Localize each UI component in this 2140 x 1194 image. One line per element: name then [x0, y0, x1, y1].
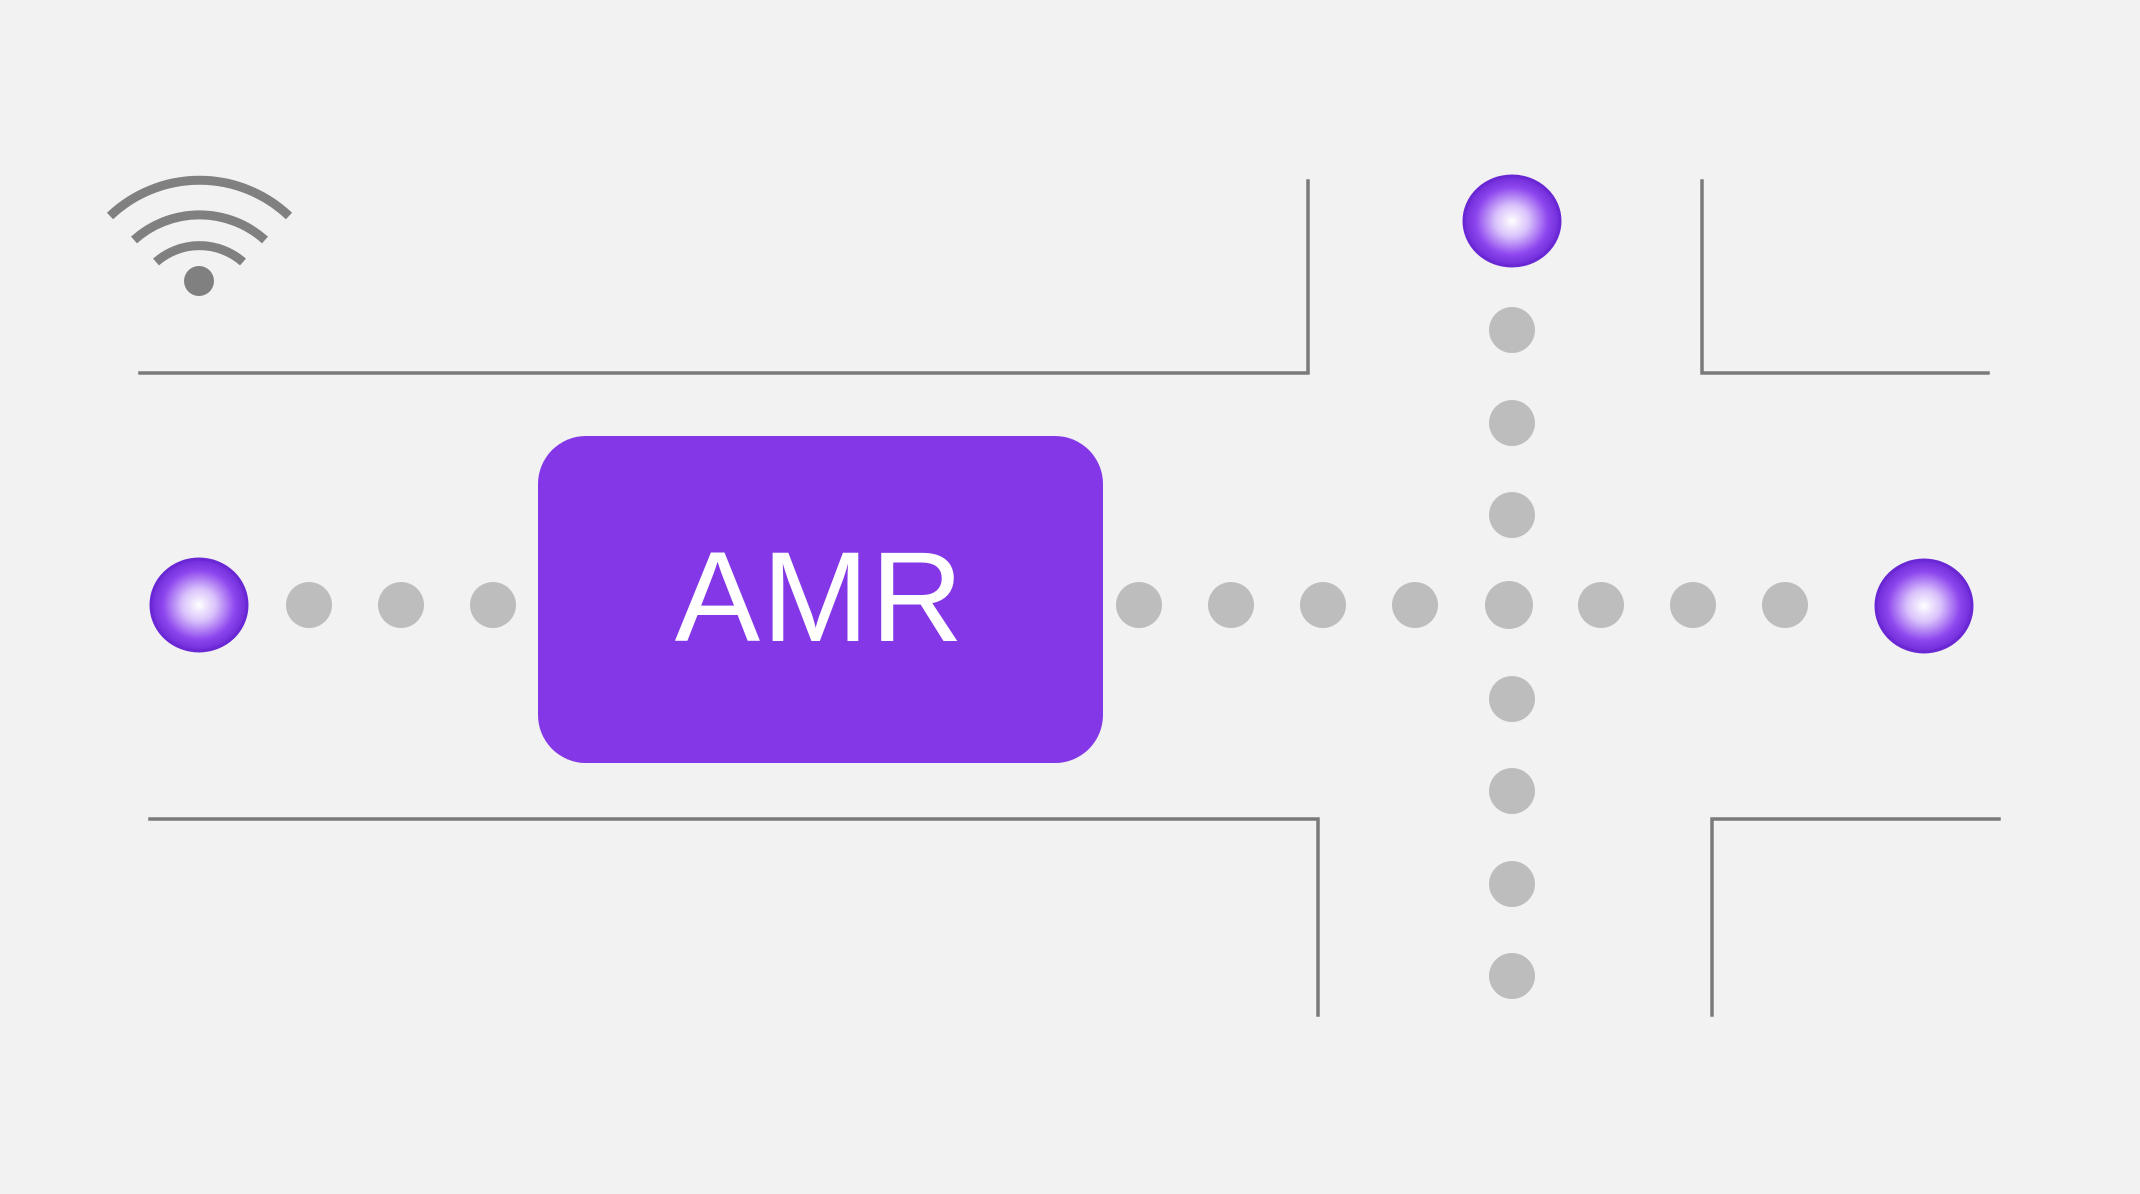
path-dot [1670, 582, 1716, 628]
path-dot [1208, 582, 1254, 628]
amr-label: AMR [675, 526, 965, 669]
path-dot [470, 582, 516, 628]
path-dot [1116, 582, 1162, 628]
path-dot [1300, 582, 1346, 628]
waypoint-right [1874, 558, 1974, 654]
wall-top-left [138, 179, 1310, 375]
amr-robot: AMR [538, 436, 1103, 763]
path-dot [378, 582, 424, 628]
wall-bottom-left [148, 817, 1320, 1017]
wall-bottom-right [1710, 817, 2001, 1017]
wifi-icon [106, 175, 293, 296]
horizontal-path [286, 581, 1808, 629]
corridor-walls [138, 179, 2001, 1017]
waypoint-left [149, 557, 249, 653]
waypoint-top [1462, 174, 1562, 268]
path-dot [286, 582, 332, 628]
path-dot [1489, 307, 1535, 353]
path-dot [1489, 676, 1535, 722]
waypoints [149, 174, 1974, 654]
vertical-path [1489, 307, 1535, 999]
path-dot [1762, 582, 1808, 628]
wall-top-right [1700, 179, 1990, 375]
path-dot [1485, 581, 1533, 629]
path-dot [1489, 400, 1535, 446]
path-dot [1489, 861, 1535, 907]
amr-body [538, 436, 1103, 763]
path-dot [1489, 492, 1535, 538]
path-dot [1489, 953, 1535, 999]
path-dot [1489, 768, 1535, 814]
path-dot [1578, 582, 1624, 628]
path-dot [1392, 582, 1438, 628]
